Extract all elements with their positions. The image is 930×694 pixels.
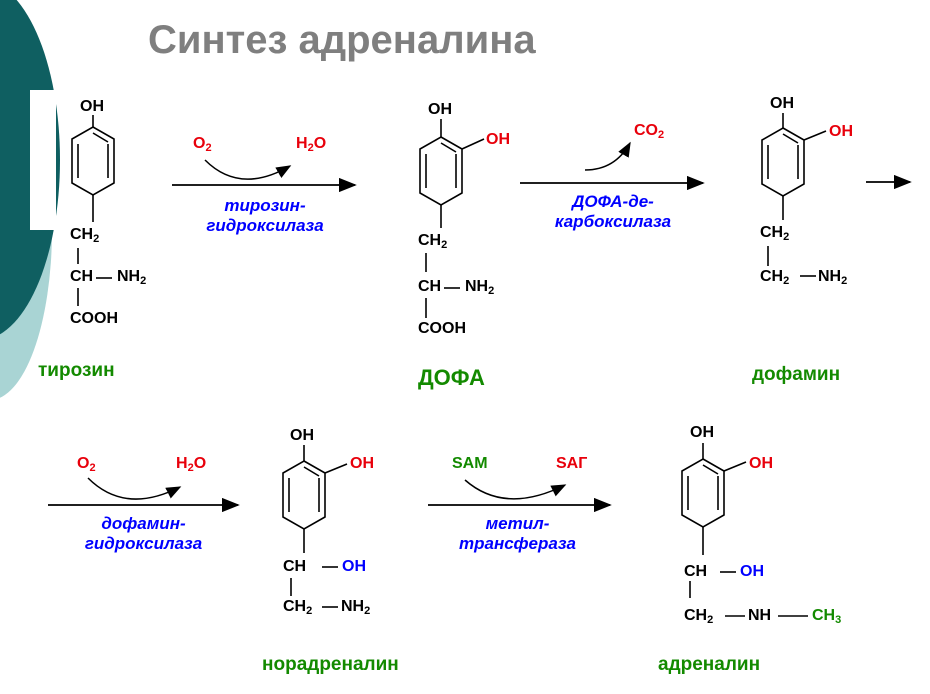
reaction-arrow-1 <box>172 159 357 193</box>
dopamine-ch2b-label: CH2 <box>760 268 790 287</box>
adrenaline-oh-chain-label: OH <box>740 563 764 580</box>
adrenaline-oh-side-label: OH <box>749 455 773 472</box>
adrenaline-name: адреналин <box>658 654 761 675</box>
reaction-arrow-2 <box>520 141 705 191</box>
dopa-name: ДОФА <box>418 365 485 390</box>
dopa-structure <box>419 119 485 318</box>
r1-h2o-label: H2O <box>296 135 327 154</box>
dopa-cooh-label: COOH <box>418 320 466 337</box>
tyrosine-oh-label: OH <box>80 98 104 115</box>
tyrosine-cooh-label: COOH <box>70 310 118 327</box>
adrenaline-ch-label: CH <box>684 563 708 580</box>
sidebar-dark-shape <box>0 0 60 335</box>
adrenaline-ch2-label: CH2 <box>684 607 714 626</box>
dopamine-structure <box>761 113 827 277</box>
r4-sam-label: SAM <box>452 455 488 472</box>
reaction-arrow-3 <box>48 477 240 513</box>
adrenaline-oh-top-label: OH <box>690 424 714 441</box>
dopa-ch2-label: CH2 <box>418 232 448 251</box>
noradrenaline-name: норадреналин <box>262 654 399 675</box>
dopamine-ch2-label: CH2 <box>760 224 790 243</box>
reaction-arrow-4 <box>428 479 612 513</box>
adrenaline-ch3-label: CH3 <box>812 607 842 626</box>
noradrenaline-ch-label: CH <box>283 558 307 575</box>
page-title: Синтез адреналина <box>148 18 536 62</box>
r4-enzyme-label: метил- трансфераза <box>459 514 576 553</box>
dopamine-oh-side-label: OH <box>829 123 853 140</box>
r3-o2-label: O2 <box>77 455 96 474</box>
noradrenaline-ch2-label: CH2 <box>283 598 313 617</box>
noradrenaline-oh-top-label: OH <box>290 427 314 444</box>
dopamine-nh2-label: NH2 <box>818 268 848 287</box>
tyrosine-ch-label: CH <box>70 268 94 285</box>
adrenaline-nh-label: NH <box>748 607 772 624</box>
dopa-ch-label: CH <box>418 278 442 295</box>
sidebar-cutout <box>30 90 56 230</box>
r2-enzyme-label: ДОФА-де- карбоксилаза <box>554 192 672 231</box>
noradrenaline-structure <box>282 445 348 608</box>
tyrosine-nh2-label: NH2 <box>117 268 147 287</box>
dopa-oh-side-label: OH <box>486 131 510 148</box>
noradrenaline-oh-chain-label: OH <box>342 558 366 575</box>
r2-co2-label: CO2 <box>634 122 665 141</box>
dopa-nh2-label: NH2 <box>465 278 495 297</box>
r3-enzyme-label: дофамин- гидроксилаза <box>84 514 203 553</box>
noradrenaline-nh2-label: NH2 <box>341 598 371 617</box>
dopa-oh-top-label: OH <box>428 101 452 118</box>
dopamine-name: дофамин <box>752 364 841 385</box>
tyrosine-ch2-label: CH2 <box>70 226 100 245</box>
sidebar-decoration <box>0 0 60 398</box>
tyrosine-name: тирозин <box>38 360 115 381</box>
r1-o2-label: O2 <box>193 135 212 154</box>
r1-enzyme-label: тирозин- гидроксилаза <box>206 196 324 235</box>
tyrosine-structure <box>71 115 115 306</box>
adrenaline-structure <box>681 443 808 617</box>
dopamine-oh-top-label: OH <box>770 95 794 112</box>
r3-h2o-label: H2O <box>176 455 207 474</box>
noradrenaline-oh-side-label: OH <box>350 455 374 472</box>
r4-sag-label: SAГ <box>556 455 588 472</box>
